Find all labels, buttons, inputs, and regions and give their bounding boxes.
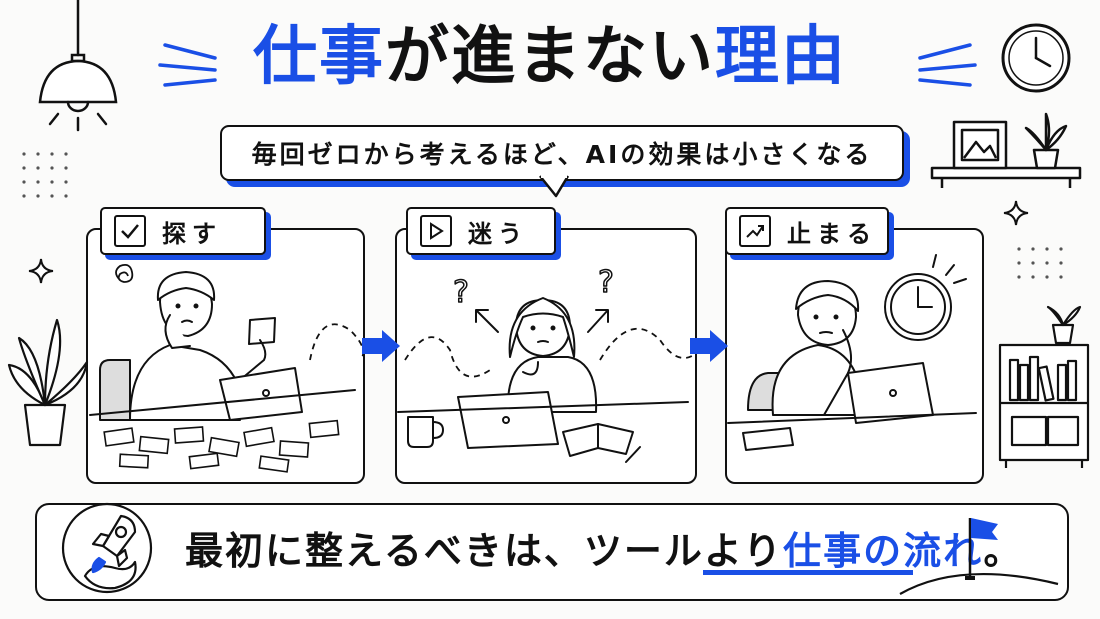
check-icon bbox=[114, 215, 146, 247]
title-part1: 仕事 bbox=[253, 20, 385, 94]
rocket-icon bbox=[61, 502, 153, 594]
title-part3: 理由 bbox=[715, 20, 847, 94]
dot-grid-right bbox=[1017, 247, 1063, 279]
play-icon bbox=[420, 215, 452, 247]
svg-text:?: ? bbox=[453, 275, 469, 310]
clock-icon bbox=[1001, 23, 1071, 93]
svg-text:?: ? bbox=[598, 265, 614, 300]
step-tag-search: 探す bbox=[100, 207, 266, 255]
step-tag-stop: 止まる bbox=[725, 207, 889, 255]
step-tag-hesitate: 迷う bbox=[406, 207, 556, 255]
bubble-tail bbox=[539, 174, 570, 198]
conclusion-text: 最初に整えるべきは、ツールより仕事の流れ。 bbox=[185, 520, 1024, 575]
bookshelf-icon bbox=[998, 305, 1090, 468]
step-label-search: 探す bbox=[162, 219, 222, 248]
step-label-hesitate: 迷う bbox=[468, 219, 528, 248]
trend-icon bbox=[739, 215, 771, 247]
conclusion-prefix: 最初に整えるべきは、ツールより bbox=[185, 529, 784, 573]
illustration-stopped bbox=[727, 254, 977, 451]
highlight-underline bbox=[703, 570, 913, 575]
flag-icon bbox=[899, 518, 1059, 595]
plant-icon bbox=[7, 318, 89, 447]
sparkle-icon bbox=[1003, 200, 1029, 226]
illustration-searching bbox=[89, 263, 356, 473]
illustration-hesitating: ? ? bbox=[397, 264, 689, 463]
wall-shelf bbox=[930, 112, 1082, 188]
subtitle-bubble: 毎回ゼロから考えるほど、AIの効果は小さくなる bbox=[220, 125, 904, 181]
page-title: 仕事が進まない理由 bbox=[0, 22, 1100, 92]
conclusion-box bbox=[35, 503, 1069, 601]
arrow-right-icon bbox=[690, 330, 728, 362]
dot-grid-left bbox=[22, 152, 68, 198]
lamp-icon bbox=[38, 0, 118, 132]
subtitle-text: 毎回ゼロから考えるほど、AIの効果は小さくなる bbox=[251, 140, 873, 169]
emphasis-lines-right bbox=[918, 43, 977, 87]
emphasis-lines-left bbox=[158, 43, 217, 87]
step-label-stop: 止まる bbox=[787, 219, 877, 248]
title-part2: が進まない bbox=[385, 20, 715, 94]
arrow-right-icon bbox=[362, 330, 400, 362]
sparkle-icon bbox=[28, 258, 54, 284]
conclusion-highlight: 仕事の流れ bbox=[783, 529, 984, 573]
